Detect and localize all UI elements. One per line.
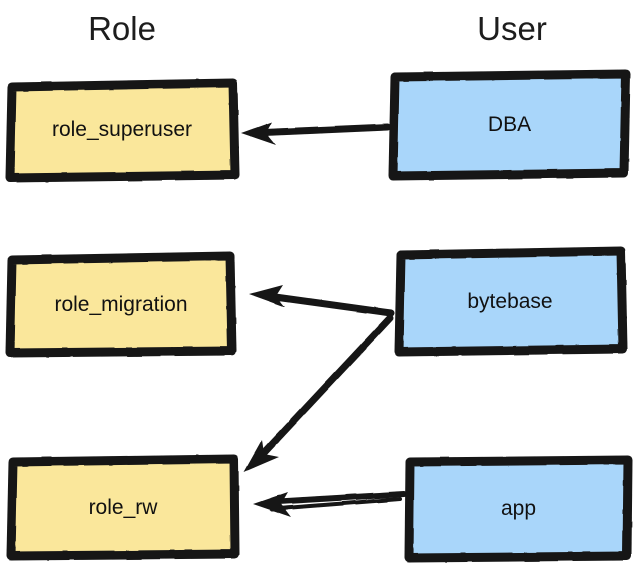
edge-bytebase-to-role-migration [249, 285, 395, 317]
node-shape [5, 78, 240, 183]
edge-dba-to-role-superuser [241, 122, 392, 145]
node-shape [6, 454, 240, 561]
node-dba[interactable]: DBA [388, 69, 631, 181]
edge-bytebase-to-role-rw [244, 314, 394, 472]
node-shape [394, 246, 628, 357]
node-role-superuser[interactable]: role_superuser [5, 78, 240, 183]
node-bytebase[interactable]: bytebase [394, 246, 628, 357]
node-role-rw[interactable]: role_rw [6, 454, 240, 561]
node-shape [5, 251, 237, 358]
node-app[interactable]: app [404, 455, 633, 563]
node-shape [388, 69, 631, 181]
column-header-role: Role [88, 10, 156, 47]
column-header-user: User [477, 10, 547, 47]
edge-app-to-role-rw [253, 491, 407, 517]
node-shape [404, 455, 633, 563]
node-role-migration[interactable]: role_migration [5, 251, 237, 358]
